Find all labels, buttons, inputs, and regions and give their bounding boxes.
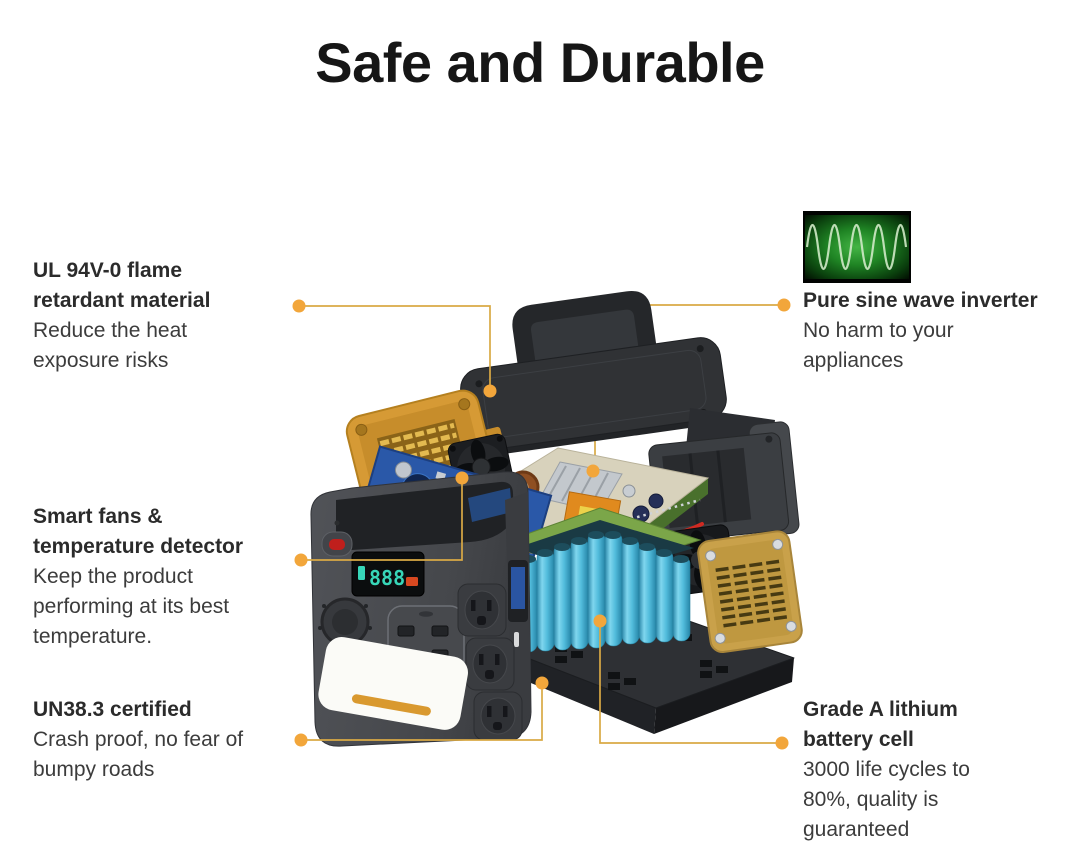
callout-connector-dots	[292, 298, 791, 750]
battery-cells	[519, 531, 691, 653]
ac-outlets	[457, 583, 523, 741]
callout-heading: Grade A lithium battery cell	[803, 698, 958, 751]
top-lid	[460, 290, 727, 457]
callout-smart-fans: Smart fans & temperature detector Keep t…	[33, 502, 295, 652]
callout-heading: UL 94V-0 flame retardant material	[33, 259, 211, 312]
callout-heading: Smart fans & temperature detector	[33, 505, 244, 558]
callout-grade-a-battery: Grade A lithium battery cell 3000 life c…	[803, 695, 1065, 845]
led-display: 888	[351, 551, 425, 597]
power-station-body: 888	[310, 471, 532, 747]
sine-wave-image	[803, 211, 911, 283]
power-button	[321, 520, 353, 557]
callout-connectors	[299, 305, 782, 744]
callout-body: Reduce the heat exposure risks	[33, 319, 188, 372]
callout-flame-retardant: UL 94V-0 flame retardant material Reduce…	[33, 256, 295, 376]
callout-body: Crash proof, no fear of bumpy roads	[33, 728, 244, 781]
gold-vent-plate-right	[697, 530, 803, 654]
page-title: Safe and Durable	[315, 31, 765, 94]
callout-body: Keep the product performing at its best …	[33, 565, 230, 648]
callout-heading: UN38.3 certified	[33, 698, 192, 721]
callout-un38-certified: UN38.3 certified Crash proof, no fear of…	[33, 695, 295, 785]
display-value: 888	[369, 566, 405, 590]
callout-body: 3000 life cycles to 80%, quality is guar…	[803, 758, 970, 841]
callout-heading: Pure sine wave inverter	[803, 289, 1038, 312]
callout-pure-sine-wave: Pure sine wave inverter No harm to your …	[803, 211, 1065, 376]
callout-body: No harm to your appliances	[803, 319, 954, 372]
led-light-bar	[318, 637, 468, 730]
